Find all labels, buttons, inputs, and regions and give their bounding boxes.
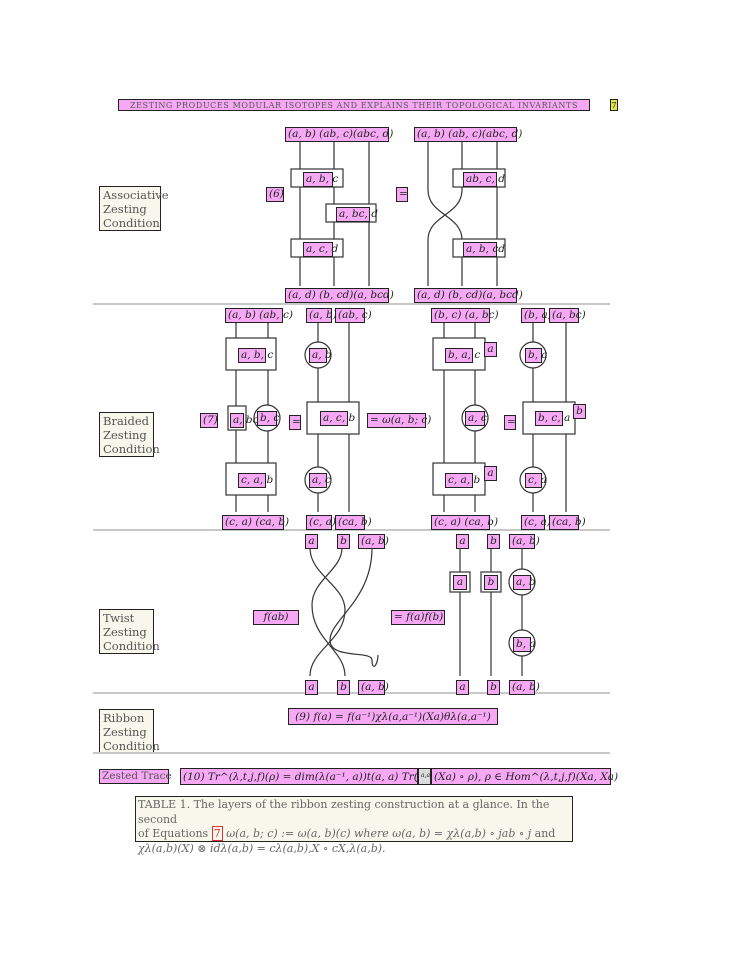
twist-circle-ba: b, a [513,637,536,652]
braid-circle-ca: c, a [525,473,547,488]
row-label-zested-trace: Zested Trace [99,769,172,784]
assoc-box-acd: a, c, d [303,242,338,257]
braid-top-label-1: (a, b) (ab, c) [225,308,293,323]
twist-bottom-ab: (a, b) [358,680,389,695]
row-divider [93,752,610,754]
row-divider [93,529,610,531]
braid-bottom-label-6: (ca, b) [549,515,586,530]
braid-circle-ac-lower: a, c [309,473,331,488]
twist-eq-rhs: = f(a)f(b) [391,610,445,625]
braid-omega: = ω(a, b; c) [367,413,431,428]
assoc-box-abcd-right: ab, c, d [463,172,505,187]
braid-box-bac: b, a, c [445,348,480,363]
assoc-box-abcd: a, bc, d [336,207,378,222]
braid-circle-ba: b, a [525,348,548,363]
twist-top-ab: (a, b) [358,534,389,549]
twist-square-a: a [453,575,467,590]
braid-top-label-4: (b, c) (a, bc) [431,308,499,323]
twist-right-top-a: a [456,534,469,549]
braid-bottom-label-4: (c, a) (ca, b) [431,515,498,530]
braid-bottom-label-2: (c, a) [306,515,336,530]
twist-right-bottom-b: b [487,680,500,695]
braid-bottom-label-5: (c, a) [521,515,551,530]
braid-small-box: a, bc [230,413,259,428]
assoc-left-top-label: (a, b) (ab, c)(abc, d) [285,127,393,142]
braid-top-label-5: (b, a) [521,308,552,323]
assoc-left-bottom-label: (a, d) (b, cd)(a, bcd) [285,288,394,303]
row-label-twist: Twist Zesting Condition [99,609,160,654]
braid-circle-bc: b, c [257,411,279,426]
braid-circle-ab: a, b [309,348,332,363]
assoc-eq-sign: = [396,187,408,202]
braid-eq-sign-2: = [504,415,516,430]
twist-top-b: b [337,534,350,549]
braid-eq-sign: = [289,415,301,430]
braid-bottom-label-1: (c, a) (ca, b) [222,515,289,530]
assoc-box-abcd-right-lower: a, b, cd [463,242,505,257]
twist-right-bottom-a: a [456,680,469,695]
braid-box-cab: c, a, b [238,473,273,488]
page-number: 7 [610,99,618,111]
assoc-box-abc: a, b, c [303,172,338,187]
caption-line-3: χλ(a,b)(X) ⊗ idλ(a,b) = cλ(a,b),X ∘ cX,λ… [138,841,386,855]
row-label-braided: Braided Zesting Condition [99,412,160,457]
braid-box-acb: a, c, b [320,411,355,426]
row-label-ribbon: Ribbon Zesting Condition [99,709,160,754]
braid-bottom-label-3: (ca, b) [335,515,372,530]
braid-box-abc: a, b, c [238,348,273,363]
caption-omega-def: ω(a, b; c) := ω(a, b)(c) where ω(a, b) =… [226,827,532,840]
twist-right-bottom-ab: (a, b) [509,680,540,695]
assoc-right-top-label: (a, b) (ab, c)(abc, d) [414,127,522,142]
assoc-right-bottom-label: (a, d) (b, cd)(a, bcd) [414,288,523,303]
twist-eq-fab: f(ab) [253,610,299,625]
caption-line-1: TABLE 1. The layers of the ribbon zestin… [138,798,550,826]
trace-equation-end: (Xa) ∘ ρ), ρ ∈ Hom^(λ,t,j,f)(Xa, Xa) [431,768,618,785]
twist-square-b: b [484,575,498,590]
row-divider [93,303,610,305]
twist-right-top-ab: (a, b) [509,534,540,549]
braid-box-bca: b, c, a [535,411,570,426]
trace-small-box: a,a [418,768,431,785]
ribbon-equation: (9) f(a) = f(a⁻¹)χλ(a,a⁻¹)(Xa)θλ(a,a⁻¹) [288,708,498,725]
twist-right-top-b: b [487,534,500,549]
caption-and: and [534,827,556,840]
braid-circle-ac: a, c [465,411,487,426]
braid-top-label-6: (a, bc) [549,308,586,323]
trace-equation-start: (10) Tr^(λ,t,j,f)(ρ) = dim(λ(a⁻¹, a))t(a… [180,768,421,785]
twist-bottom-b: b [337,680,350,695]
caption-line-2-text: of Equations [138,827,209,840]
table-caption: TABLE 1. The layers of the ribbon zestin… [135,796,573,855]
equation-reference-link[interactable]: 7 [211,826,223,841]
braid-tag-b: b [573,404,586,419]
row-divider [93,692,610,694]
row-label-associative: Associative Zesting Condition [99,186,169,231]
braid-tag-a-lower: a [484,466,497,481]
twist-top-a: a [305,534,318,549]
braid-top-label-2: (a, b) [306,308,337,323]
caption-line-2: of Equations 7 ω(a, b; c) := ω(a, b)(c) … [138,826,570,842]
assoc-eq-number: (6) [266,187,284,202]
twist-bottom-a: a [305,680,318,695]
braid-top-label-3: (ab, c) [335,308,372,323]
running-title: ZESTING PRODUCES MODULAR ISOTOPES AND EX… [118,99,590,111]
braid-tag-a: a [484,342,497,357]
braid-box-cab-2: c, a, b [445,473,480,488]
braid-eq-number: (7) [200,413,218,428]
twist-circle-ab: a, b [513,575,536,590]
